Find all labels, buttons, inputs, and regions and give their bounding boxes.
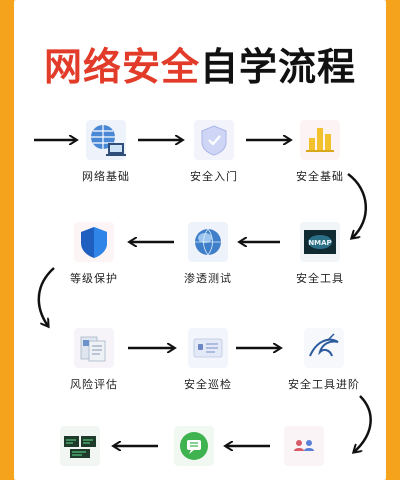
step-label: 安全工具: [296, 271, 344, 285]
step-11: [174, 426, 214, 466]
step-security-tools: NMAP 安全工具: [296, 222, 344, 285]
page-title: 网络安全自学流程: [14, 36, 386, 91]
step-label: 渗透测试: [184, 271, 232, 285]
step-security-intro: 安全入门: [190, 120, 238, 183]
svg-text:NMAP: NMAP: [308, 239, 331, 247]
content-card: 网络安全自学流程: [14, 0, 386, 480]
title-rest: 自学流程: [200, 45, 357, 89]
step-label: 风险评估: [70, 377, 118, 391]
step-label: 网络基础: [82, 169, 130, 183]
step-penetration-test: 渗透测试: [184, 222, 232, 285]
flow-diagram: 网络基础 安全入门 安全基础 NMAP 安全工具: [34, 120, 372, 466]
users-icon: [284, 426, 324, 466]
step-security-fundamentals: 安全基础: [296, 120, 344, 183]
kali-dragon-icon: [304, 328, 344, 368]
arrow-curve-row1-row2: [347, 172, 367, 238]
step-label: 安全工具进阶: [288, 377, 360, 391]
step-label: 安全基础: [296, 169, 344, 183]
arrow-curve-row3-row4: [354, 395, 372, 452]
step-network-basics: 网络基础: [82, 120, 130, 183]
step-label: 安全入门: [190, 169, 238, 183]
step-10: [284, 426, 324, 466]
step-label: 等级保护: [70, 271, 118, 285]
title-highlight: 网络安全: [43, 45, 200, 89]
arrow-curve-row2-row3: [37, 267, 55, 326]
step-security-inspection: 安全巡检: [184, 328, 232, 391]
step-advanced-security-tools: 安全工具进阶: [288, 328, 360, 391]
step-12: [60, 426, 100, 466]
step-classified-protection: 等级保护: [70, 222, 118, 285]
step-risk-assessment: 风险评估: [70, 328, 118, 391]
step-label: 安全巡检: [184, 377, 232, 391]
